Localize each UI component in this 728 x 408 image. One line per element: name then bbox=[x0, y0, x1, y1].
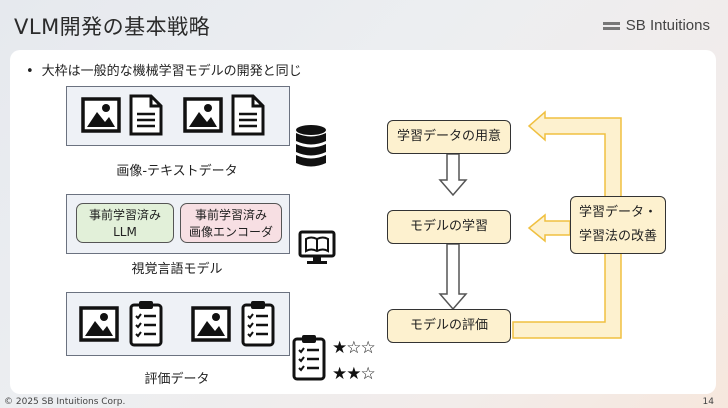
feedback-loop-arrow bbox=[512, 110, 622, 339]
brand-mark-icon bbox=[602, 21, 620, 30]
image-text-data-caption: 画像-テキストデータ bbox=[116, 164, 238, 179]
bullet-dot: • bbox=[26, 64, 34, 79]
down-arrow bbox=[438, 153, 468, 197]
eval-data-box bbox=[66, 292, 290, 356]
document-icon bbox=[231, 94, 265, 136]
bullet-text: 大枠は一般的な機械学習モデルの開発と同じ bbox=[41, 64, 302, 79]
clipboard-icon bbox=[129, 301, 163, 347]
vlm-caption: 視覚言語モデル bbox=[131, 262, 223, 277]
image-text-data-box bbox=[66, 86, 290, 146]
document-icon bbox=[129, 94, 163, 136]
content-panel: • 大枠は一般的な機械学習モデルの開発と同じ bbox=[10, 50, 716, 394]
improve-line: 学習データ・ bbox=[578, 205, 657, 220]
clipboard-icon bbox=[241, 301, 275, 347]
database-icon bbox=[296, 125, 326, 167]
chip-line: 事前学習済み bbox=[194, 208, 267, 222]
flow-step-prepare-data: 学習データの用意 bbox=[387, 120, 511, 154]
flow-step-evaluate-model: モデルの評価 bbox=[387, 309, 511, 343]
bullet-item: • 大枠は一般的な機械学習モデルの開発と同じ bbox=[26, 60, 302, 79]
flow-arrows bbox=[438, 110, 622, 339]
brand-logo: SB Intuitions bbox=[602, 17, 710, 34]
image-icon bbox=[79, 306, 119, 342]
clipboard-icon bbox=[292, 335, 326, 381]
improve-line: 学習法の改善 bbox=[578, 229, 657, 244]
vlm-box: 事前学習済み LLM 事前学習済み 画像エンコーダ bbox=[66, 194, 290, 254]
page-number: 14 bbox=[702, 397, 714, 407]
down-arrow bbox=[438, 243, 468, 311]
image-icon bbox=[81, 97, 121, 133]
flow-step-train-model: モデルの学習 bbox=[387, 210, 511, 244]
slide-title: VLM開発の基本戦略 bbox=[14, 15, 211, 39]
image-icon bbox=[183, 97, 223, 133]
pretrained-llm-chip: 事前学習済み LLM bbox=[76, 203, 174, 243]
brand-name: SB Intuitions bbox=[625, 17, 710, 34]
chip-line: 事前学習済み bbox=[88, 208, 161, 222]
chip-line: 画像エンコーダ bbox=[188, 225, 273, 239]
chip-line: LLM bbox=[113, 225, 137, 239]
flow-step-improve: 学習データ・ 学習法の改善 bbox=[570, 196, 666, 254]
image-icon bbox=[191, 306, 231, 342]
rating-stars: ★☆☆ bbox=[332, 338, 376, 358]
copyright: © 2025 SB Intuitions Corp. bbox=[4, 397, 126, 407]
monitor-book-icon bbox=[298, 230, 336, 264]
improve-to-train-arrow bbox=[527, 213, 571, 243]
eval-data-caption: 評価データ bbox=[144, 372, 210, 387]
rating-stars: ★★☆ bbox=[332, 364, 376, 384]
pretrained-image-encoder-chip: 事前学習済み 画像エンコーダ bbox=[180, 203, 282, 243]
